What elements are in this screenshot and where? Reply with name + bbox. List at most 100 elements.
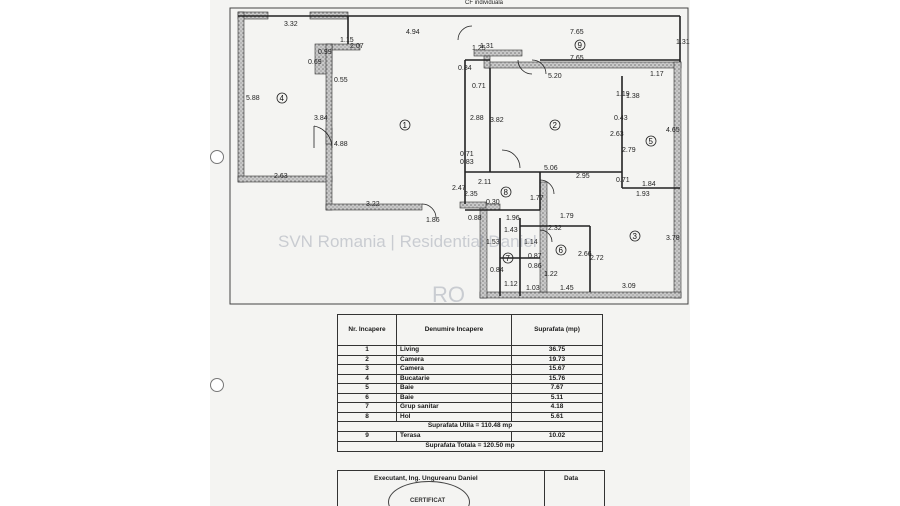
cell-name: Grup sanitar xyxy=(396,402,512,413)
cell-name: Baie xyxy=(396,383,512,394)
cell-area: 5.61 xyxy=(511,411,603,422)
dim-label: 1.14 xyxy=(524,239,538,246)
dim-label: 2.35 xyxy=(464,191,478,198)
cell-nr: 1 xyxy=(337,345,397,356)
exterior-walls xyxy=(237,11,682,299)
dim-label: 0.30 xyxy=(486,199,500,206)
dim-label: 0.69 xyxy=(308,59,322,66)
cell-area: 5.11 xyxy=(511,392,603,403)
binder-hole-icon xyxy=(210,150,224,164)
dim-label: 1.03 xyxy=(526,285,540,292)
dim-label: 1.22 xyxy=(544,271,558,278)
cell-name: Terasa xyxy=(396,431,512,442)
dim-label: 1.84 xyxy=(642,181,656,188)
dim-label: 0.84 xyxy=(458,65,472,72)
room-number: 9 xyxy=(578,41,583,50)
executant-label: Executant, Ing. Ungureanu Daniel xyxy=(374,475,478,482)
dim-label: 7.65 xyxy=(570,55,584,62)
watermark-text: RO xyxy=(432,282,465,307)
binder-hole-icon xyxy=(210,378,224,392)
dim-label: 5.20 xyxy=(548,73,562,80)
watermark-text: SVN Romania | Residential Daniel xyxy=(278,232,537,251)
dim-label: 3.78 xyxy=(666,235,680,242)
dim-label: 2.07 xyxy=(350,43,364,50)
dim-label: 7.65 xyxy=(570,29,584,36)
dim-label: 2.79 xyxy=(622,147,636,154)
cell-nr: 3 xyxy=(337,364,397,375)
dim-label: 1.12 xyxy=(504,281,518,288)
dim-label: 0.43 xyxy=(614,115,628,122)
room-number: 6 xyxy=(559,246,564,255)
grand-total: Suprafata Totala = 120.50 mp xyxy=(337,440,603,452)
dim-label: 1.53 xyxy=(486,239,500,246)
dim-label: 0.71 xyxy=(472,83,486,90)
dim-label: 2.88 xyxy=(470,115,484,122)
dim-label: 4.94 xyxy=(406,29,420,36)
header-fragment: CF individuala xyxy=(465,0,504,6)
dim-label: 1.43 xyxy=(504,227,518,234)
dim-label: 2.11 xyxy=(478,179,491,186)
cell-area: 4.18 xyxy=(511,402,603,413)
dim-label: 0.71 xyxy=(616,177,630,184)
dim-label: 5.06 xyxy=(544,165,558,172)
dim-label: 1.19 xyxy=(616,91,630,98)
header-area: Suprafata (mp) xyxy=(511,314,603,346)
dimension-labels: 3.32 4.94 7.65 7.65 1.31 1.31 1.25 0.99 … xyxy=(246,21,690,292)
dim-label: 1.93 xyxy=(636,191,650,198)
room-number: 5 xyxy=(649,137,654,146)
dim-label: 0.71 xyxy=(460,151,474,158)
dim-label: 3.22 xyxy=(366,201,380,208)
dim-label: 0.55 xyxy=(334,77,348,84)
cell-name: Camera xyxy=(396,364,512,375)
signature-divider xyxy=(544,471,545,506)
signature-block: Executant, Ing. Ungureanu Daniel Data CE… xyxy=(337,470,605,506)
cell-area: 10.02 xyxy=(511,431,603,442)
room-number: 7 xyxy=(506,254,511,263)
room-number: 1 xyxy=(403,121,408,130)
cell-nr: 6 xyxy=(337,392,397,403)
header-name: Denumire Incapere xyxy=(396,314,512,346)
dim-label: 2.72 xyxy=(590,255,604,262)
interior-walls xyxy=(238,15,681,296)
dim-label: 4.88 xyxy=(334,141,348,148)
area-table: Nr. Incapere Denumire Incapere Suprafata… xyxy=(337,314,603,452)
date-label: Data xyxy=(564,475,579,482)
stamp-text: CERTIFICAT xyxy=(410,498,446,504)
dim-label: 1.15 xyxy=(340,37,354,44)
cell-name: Living xyxy=(396,345,512,356)
area-table-container: Nr. Incapere Denumire Incapere Suprafata… xyxy=(337,314,603,452)
cell-name: Bucatarie xyxy=(396,373,512,384)
dim-label: 0.83 xyxy=(460,159,474,166)
useful-total: Suprafata Utila = 110.48 mp xyxy=(337,421,603,432)
dim-label: 5.88 xyxy=(246,95,260,102)
dim-label: 3.32 xyxy=(284,21,298,28)
room-number: 8 xyxy=(504,188,509,197)
dim-label: 2.32 xyxy=(548,225,562,232)
dim-label: 3.82 xyxy=(490,117,504,124)
dim-label: 1.77 xyxy=(530,195,544,202)
dim-label: 1.38 xyxy=(626,93,640,100)
dim-label: 0.87 xyxy=(528,253,542,260)
room-number: 3 xyxy=(633,232,638,241)
room-markers xyxy=(276,39,657,264)
header-nr: Nr. Incapere xyxy=(337,314,397,346)
dim-label: 1.45 xyxy=(560,285,574,292)
plan-frame xyxy=(229,7,689,305)
dim-label: 4.65 xyxy=(666,127,680,134)
dim-label: 1.96 xyxy=(506,215,520,222)
dim-label: 3.84 xyxy=(314,115,328,122)
dim-label: 2.63 xyxy=(274,173,288,180)
cell-nr: 4 xyxy=(337,373,397,384)
cell-nr: 2 xyxy=(337,354,397,365)
cell-name: Baie xyxy=(396,392,512,403)
room-number: 2 xyxy=(553,121,558,130)
room-numbers: 4 1 2 3 5 6 7 8 9 xyxy=(280,41,654,263)
